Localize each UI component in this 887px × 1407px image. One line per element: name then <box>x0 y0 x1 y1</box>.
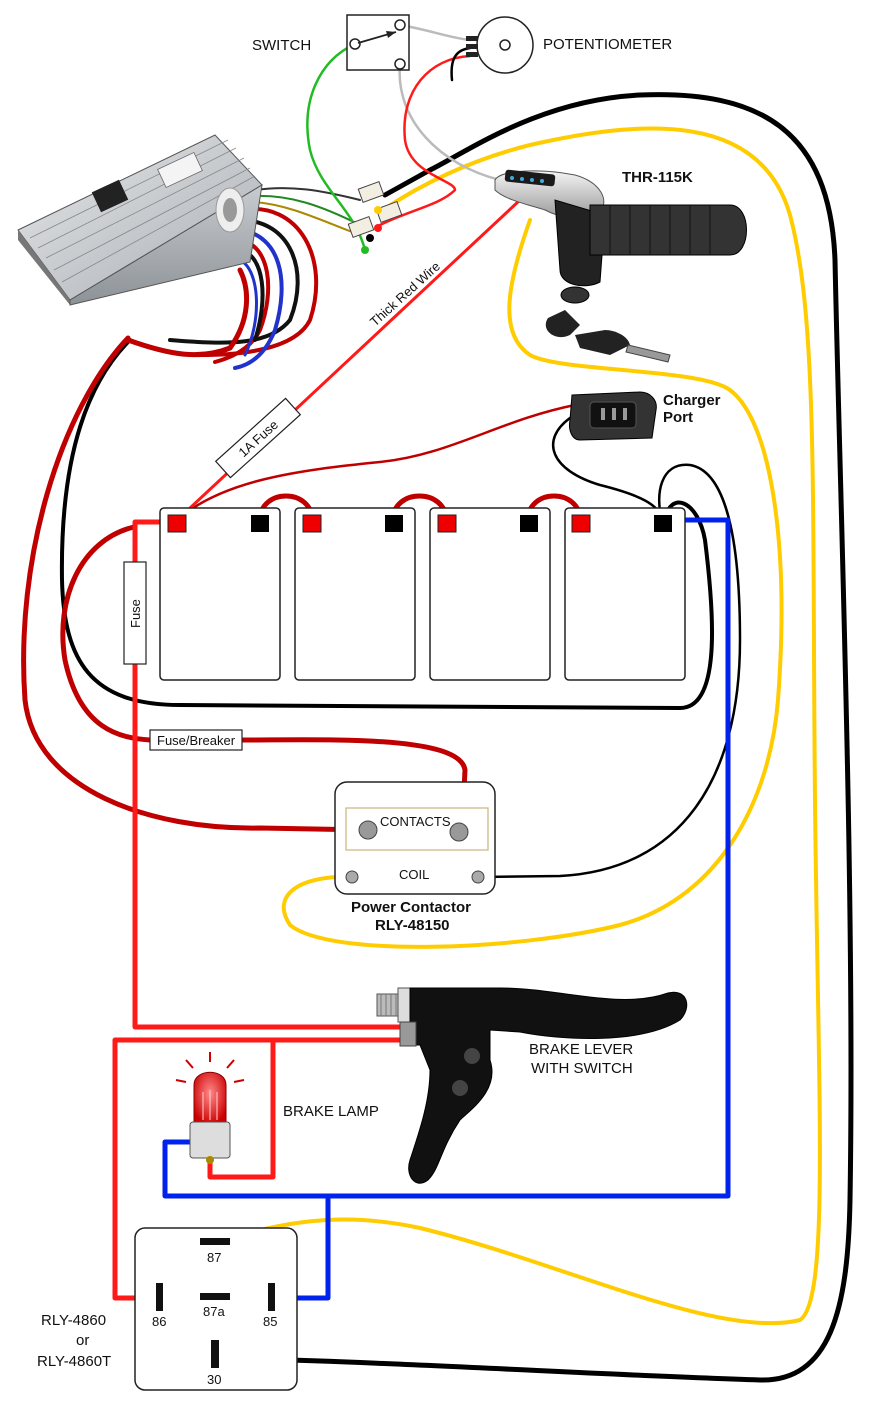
coil-label: COIL <box>399 867 429 882</box>
relay-pin-87a-label: 87a <box>203 1304 225 1319</box>
relay-pin-85 <box>268 1283 275 1311</box>
black-wire-charger <box>552 416 664 522</box>
controller-wire-6 <box>238 258 258 357</box>
brake-lamp-label: BRAKE LAMP <box>283 1103 379 1120</box>
power-contactor-label-2: RLY-48150 <box>375 917 450 934</box>
relay-pin-86 <box>156 1283 163 1311</box>
battery <box>294 507 416 681</box>
battery <box>159 507 281 681</box>
fuse-label: Fuse <box>128 599 143 628</box>
relay-pin-85-label: 85 <box>263 1314 277 1329</box>
controller-wire-3 <box>233 228 284 370</box>
relay-pin-86-label: 86 <box>152 1314 166 1329</box>
power-contactor: CONTACTS COIL <box>334 781 496 895</box>
fuse-breaker: Fuse/Breaker <box>149 729 243 751</box>
black-wire-relay30 <box>215 92 854 1383</box>
red-wire-main-positive <box>21 335 371 833</box>
charger-port <box>569 391 657 441</box>
controller <box>17 134 263 306</box>
black-wire-battery-loop <box>59 338 715 710</box>
switch <box>346 14 410 71</box>
controller-signal-wires <box>254 187 361 201</box>
controller-wire-4 <box>213 238 271 364</box>
red-wire-brake-lamp <box>207 1037 276 1180</box>
relay-pin-87a <box>200 1293 230 1300</box>
relay-pin-30 <box>211 1340 219 1368</box>
brake-lever-label-2: WITH SWITCH <box>531 1060 633 1077</box>
potentiometer-label: POTENTIOMETER <box>543 36 672 53</box>
relay: 87 87a 86 85 30 <box>134 1227 298 1391</box>
relay-label-3: RLY-4860T <box>37 1353 111 1370</box>
relay-pin-87-label: 87 <box>207 1250 221 1265</box>
charger-port-label-2: Port <box>663 409 693 426</box>
red-wire-pot <box>378 54 472 227</box>
power-contactor-label-1: Power Contactor <box>351 899 471 916</box>
key-switch <box>545 286 671 363</box>
red-wire-brake-feed <box>132 519 408 1030</box>
brake-lamp <box>175 1052 245 1164</box>
potentiometer <box>466 16 534 74</box>
controller-signal-wires-2 <box>254 194 361 226</box>
controller-wire-7 <box>125 267 250 358</box>
battery <box>429 507 551 681</box>
yellow-wire-relay87 <box>216 126 822 1326</box>
fuse-1a: 1A Fuse <box>214 397 302 479</box>
twist-throttle <box>494 169 747 287</box>
throttle-label: THR-115K <box>622 169 693 186</box>
red-wire-fuse-breaker <box>60 524 468 835</box>
switch-label: SWITCH <box>252 37 311 54</box>
black-wire-coil <box>476 463 742 879</box>
harness-connectors <box>347 181 403 254</box>
fuse-breaker-label: Fuse/Breaker <box>157 733 236 748</box>
green-wire-switch <box>306 42 367 252</box>
fuse-main: Fuse <box>123 561 147 665</box>
controller-wire-2 <box>168 218 300 345</box>
relay-pin-30-label: 30 <box>207 1372 221 1387</box>
contacts-label: CONTACTS <box>380 814 451 829</box>
relay-label-1: RLY-4860 <box>41 1312 106 1329</box>
red-wire-charger <box>173 403 577 524</box>
yellow-wire-coil <box>281 218 784 949</box>
brake-lever-label-1: BRAKE LEVER <box>529 1041 633 1058</box>
brake-lever <box>376 987 688 1184</box>
battery <box>564 507 686 681</box>
thick-red-wire-label: Thick Red Wire <box>367 259 443 330</box>
gray-wire-pot <box>398 23 472 42</box>
charger-port-label-1: Charger <box>663 392 721 409</box>
gray-wire-pot-2 <box>398 62 502 182</box>
blue-wire-ground <box>162 517 731 1199</box>
relay-label-2: or <box>76 1332 89 1349</box>
relay-pin-87 <box>200 1238 230 1245</box>
controller-signal-wires-3 <box>254 201 361 236</box>
controller-wire-1 <box>198 206 319 357</box>
